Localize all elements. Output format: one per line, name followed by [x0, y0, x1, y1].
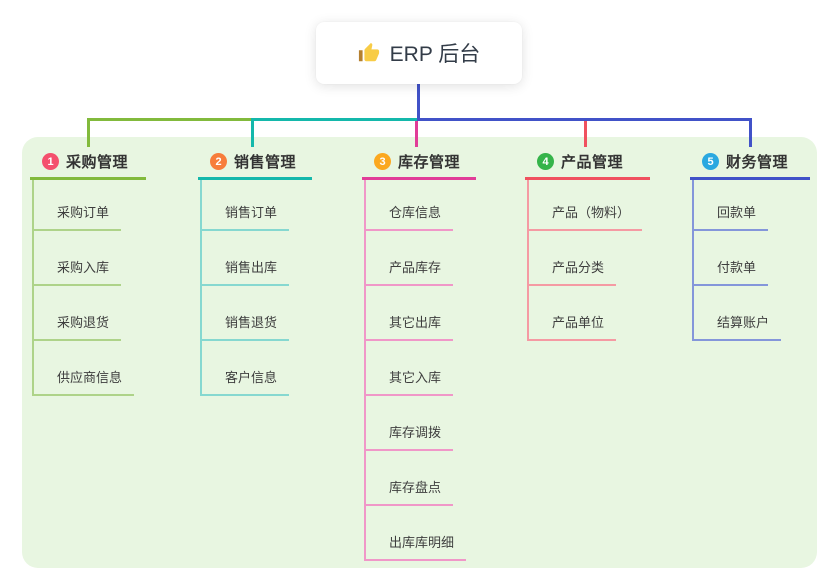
branch-2-number-badge: 2 — [210, 153, 227, 170]
root-label: ERP 后台 — [389, 43, 481, 66]
child-item-label: 结算账户 — [717, 315, 770, 330]
branch-4-child-item[interactable]: 产品单位 — [527, 313, 617, 341]
branch-5-label[interactable]: 5 财务管理 — [690, 146, 810, 180]
child-item-label: 销售退货 — [225, 315, 278, 330]
branch-1-trunk-line — [32, 177, 34, 396]
thumbs-up-icon — [358, 42, 380, 64]
branch-2-child-item[interactable]: 销售订单 — [200, 203, 290, 231]
branch-4-trunk-line — [527, 177, 529, 341]
child-item-label: 采购退货 — [57, 315, 110, 330]
branch-3-child-item[interactable]: 仓库信息 — [364, 203, 454, 231]
child-item-label: 供应商信息 — [57, 370, 123, 385]
branch-3-title: 库存管理 — [398, 154, 461, 171]
top-rail-mid-segment — [251, 118, 417, 121]
branch-2-trunk-line — [200, 177, 202, 396]
child-item-label: 产品（物料） — [552, 205, 631, 220]
child-item-label: 付款单 — [717, 260, 757, 275]
branch-3-label[interactable]: 3 库存管理 — [362, 146, 476, 180]
branch-3-child-item[interactable]: 库存盘点 — [364, 478, 454, 506]
branch-5-child-item[interactable]: 结算账户 — [692, 313, 782, 341]
child-item-label: 库存盘点 — [389, 480, 442, 495]
branch-2-child-item[interactable]: 销售退货 — [200, 313, 290, 341]
child-item-label: 销售订单 — [225, 205, 278, 220]
branch-3-child-item[interactable]: 库存调拨 — [364, 423, 454, 451]
child-item-label: 销售出库 — [225, 260, 278, 275]
child-item-label: 客户信息 — [225, 370, 278, 385]
branch-3-child-item[interactable]: 其它出库 — [364, 313, 454, 341]
branch-5-child-item[interactable]: 回款单 — [692, 203, 769, 231]
branch-1-child-item[interactable]: 供应商信息 — [32, 368, 135, 396]
branch-3-child-item[interactable]: 产品库存 — [364, 258, 454, 286]
branch-1-number-badge: 1 — [42, 153, 59, 170]
branch-2-drop-line — [251, 119, 254, 147]
branch-4-title: 产品管理 — [561, 154, 624, 171]
child-item-label: 产品库存 — [389, 260, 442, 275]
root-node[interactable]: ERP 后台 — [316, 22, 522, 84]
branch-4-number-badge: 4 — [537, 153, 554, 170]
child-item-label: 其它入库 — [389, 370, 442, 385]
branch-3-number-badge: 3 — [374, 153, 391, 170]
branch-2-title: 销售管理 — [234, 154, 297, 171]
mindmap-canvas — [22, 137, 817, 568]
branch-1-label[interactable]: 1 采购管理 — [30, 146, 146, 180]
child-item-label: 采购订单 — [57, 205, 110, 220]
child-item-label: 产品单位 — [552, 315, 605, 330]
root-connector-line — [417, 84, 420, 121]
branch-5-number-badge: 5 — [702, 153, 719, 170]
branch-2-label[interactable]: 2 销售管理 — [198, 146, 312, 180]
child-item-label: 出库库明细 — [389, 535, 455, 550]
branch-3-trunk-line — [364, 177, 366, 561]
child-item-label: 回款单 — [717, 205, 757, 220]
top-rail-left-segment — [87, 118, 251, 121]
branch-5-title: 财务管理 — [726, 154, 789, 171]
child-item-label: 仓库信息 — [389, 205, 442, 220]
branch-4-child-item[interactable]: 产品（物料） — [527, 203, 643, 231]
branch-3-child-item[interactable]: 其它入库 — [364, 368, 454, 396]
branch-2-child-item[interactable]: 销售出库 — [200, 258, 290, 286]
child-item-label: 库存调拨 — [389, 425, 442, 440]
branch-5-drop-line — [749, 119, 752, 147]
branch-4-label[interactable]: 4 产品管理 — [525, 146, 650, 180]
branch-4-child-item[interactable]: 产品分类 — [527, 258, 617, 286]
child-item-label: 其它出库 — [389, 315, 442, 330]
branch-1-child-item[interactable]: 采购入库 — [32, 258, 122, 286]
branch-5-trunk-line — [692, 177, 694, 341]
branch-3-drop-line — [415, 119, 418, 147]
branch-1-title: 采购管理 — [66, 154, 129, 171]
branch-5-child-item[interactable]: 付款单 — [692, 258, 769, 286]
branch-1-child-item[interactable]: 采购退货 — [32, 313, 122, 341]
branch-1-child-item[interactable]: 采购订单 — [32, 203, 122, 231]
branch-4-drop-line — [584, 119, 587, 147]
branch-1-drop-line — [87, 119, 90, 147]
child-item-label: 产品分类 — [552, 260, 605, 275]
branch-3-child-item[interactable]: 出库库明细 — [364, 533, 467, 561]
child-item-label: 采购入库 — [57, 260, 110, 275]
top-rail-right-segment — [417, 118, 752, 121]
branch-2-child-item[interactable]: 客户信息 — [200, 368, 290, 396]
